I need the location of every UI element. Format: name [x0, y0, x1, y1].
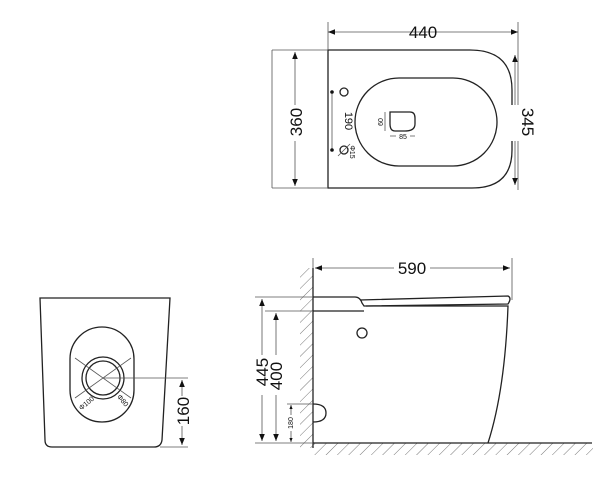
dim-depth-total: 360 [287, 108, 306, 136]
floor-hatch [313, 443, 593, 455]
rear-inlet [312, 403, 327, 423]
dim-hole-spacing: 190 [342, 112, 354, 130]
dim-inlet-height: 180 [288, 417, 295, 429]
seat-lid [359, 295, 511, 307]
side-view: 590 445 400 180 [253, 258, 593, 455]
dim-outlet-outer: Φ100 [78, 396, 96, 413]
dim-outlet-inner: Φ80 [115, 394, 129, 409]
dim-height-bowl: 400 [267, 362, 286, 390]
dim-outlet-h: 60 [378, 118, 385, 126]
dim-outlet-w: 85 [399, 134, 407, 141]
dim-depth-seat: 345 [518, 108, 537, 136]
front-inner-recess [69, 326, 135, 423]
dim-height-total: 445 [253, 358, 272, 386]
dim-outlet-height: 160 [174, 397, 193, 425]
side-body [313, 296, 509, 444]
inlet-hole [356, 327, 368, 339]
fixing-hole-bottom [339, 145, 349, 155]
wall-hatch [300, 268, 313, 448]
top-outline [327, 49, 513, 189]
dim-length: 590 [398, 259, 426, 278]
front-view: Φ100 Φ80 160 [39, 297, 193, 448]
dim-hole-dia: Φ15 [348, 145, 355, 158]
outlet-opening [389, 111, 416, 132]
seat-opening [354, 77, 498, 167]
dim-width: 440 [409, 23, 437, 42]
fixing-hole-top [339, 87, 349, 97]
front-outline [39, 297, 171, 448]
top-view: 440 360 345 60 85 190 Φ15 [271, 22, 537, 190]
